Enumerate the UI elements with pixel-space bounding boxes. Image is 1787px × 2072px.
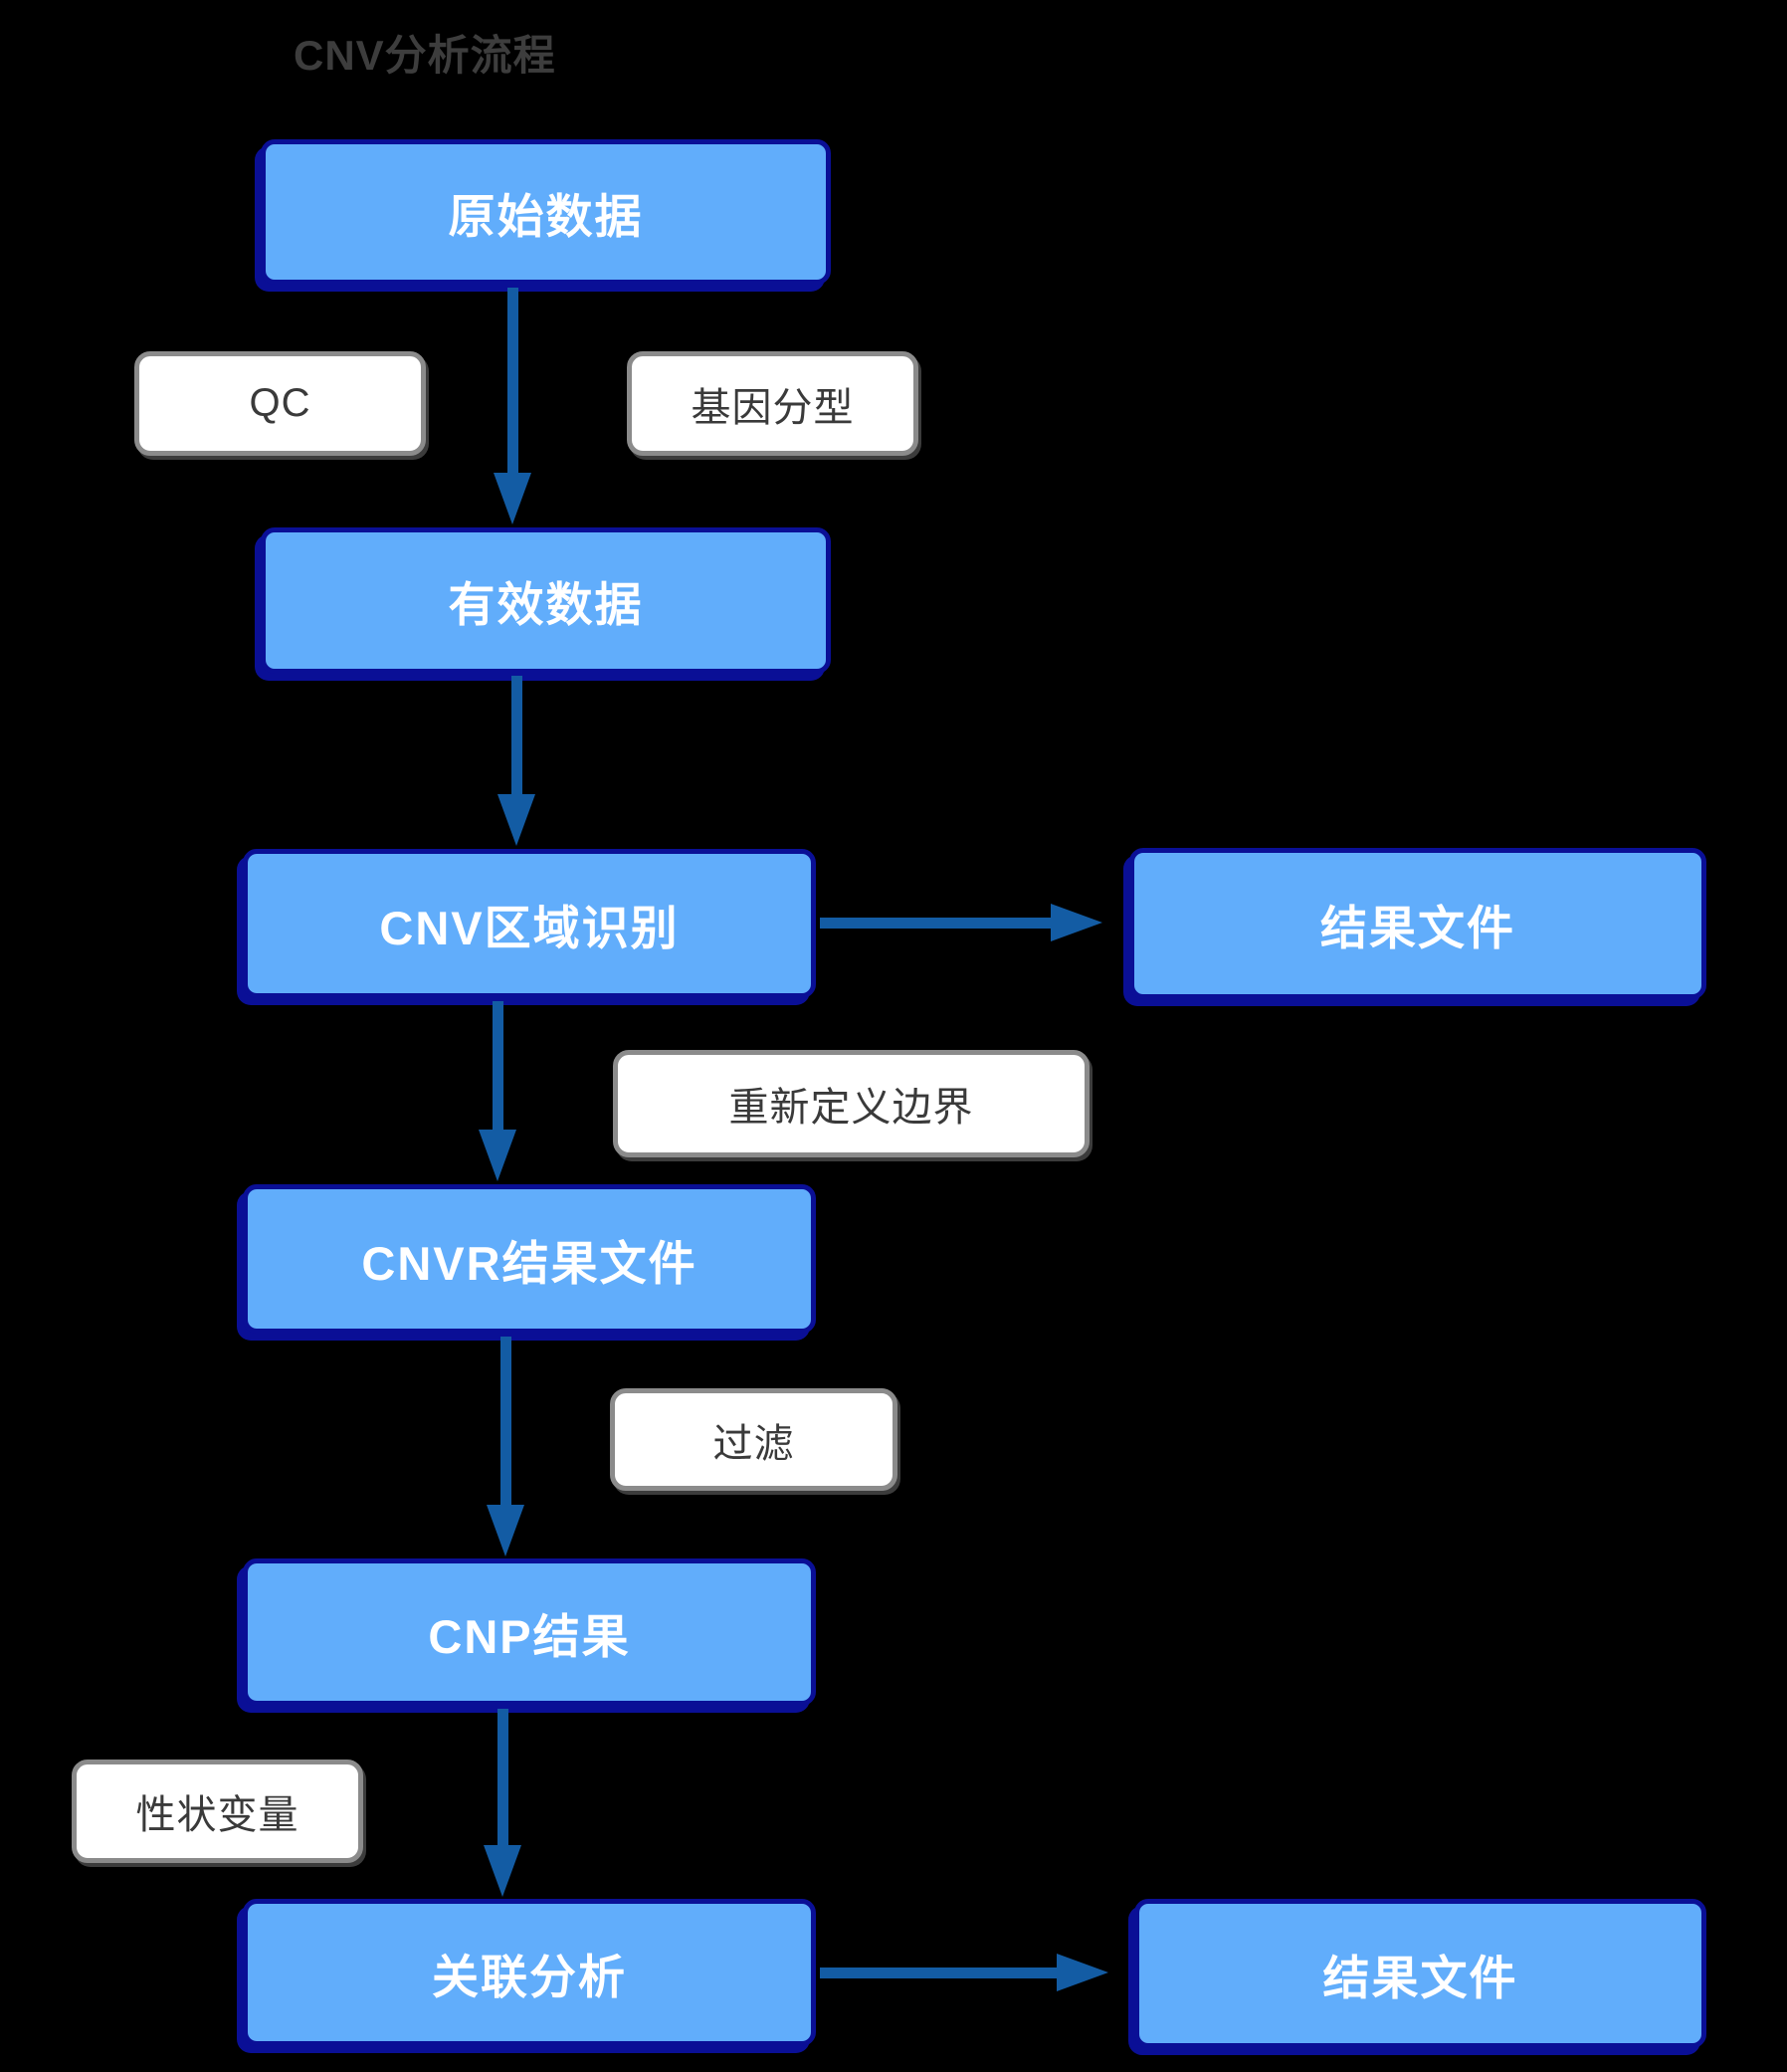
- step-trait-variable: 性状变量: [72, 1760, 363, 1863]
- node-cnv-region-identification: CNV区域识别: [243, 849, 816, 998]
- step-filter-label: 过滤: [712, 1421, 795, 1466]
- arrowhead-raw-to-valid-icon: [494, 473, 531, 524]
- arrow-cnvr-to-cnp: [500, 1337, 511, 1507]
- node-cnvr-result-file-label: CNVR结果文件: [361, 1236, 697, 1290]
- node-association-analysis: 关联分析: [243, 1899, 816, 2046]
- diagram-title: CNV分析流程: [294, 32, 556, 79]
- step-redefine-boundaries: 重新定义边界: [613, 1050, 1090, 1157]
- node-cnvr-result-file: CNVR结果文件: [243, 1184, 816, 1334]
- arrow-raw-to-valid: [507, 288, 518, 475]
- step-genotyping: 基因分型: [627, 351, 918, 456]
- arrowhead-cnvr-to-cnp-icon: [487, 1505, 524, 1556]
- arrowhead-assoc-to-result-icon: [1057, 1954, 1108, 1991]
- arrow-cnp-to-assoc: [497, 1709, 508, 1847]
- node-raw-data: 原始数据: [261, 139, 831, 285]
- node-valid-data-label: 有效数据: [448, 578, 644, 631]
- step-qc: QC: [134, 351, 426, 456]
- arrow-cnv-region-to-result: [820, 918, 1053, 929]
- step-qc-label: QC: [249, 381, 311, 425]
- arrow-assoc-to-result: [820, 1968, 1059, 1978]
- node-cnp-result-label: CNP结果: [428, 1609, 631, 1663]
- node-result-file-top: 结果文件: [1129, 848, 1706, 999]
- step-filter: 过滤: [610, 1388, 897, 1491]
- node-raw-data-label: 原始数据: [448, 189, 644, 243]
- step-redefine-boundaries-label: 重新定义边界: [728, 1086, 974, 1130]
- arrow-cnv-region-to-cnvr: [493, 1001, 503, 1132]
- arrowhead-cnp-to-assoc-icon: [484, 1845, 521, 1897]
- node-valid-data: 有效数据: [261, 527, 831, 674]
- node-cnp-result: CNP结果: [243, 1558, 816, 1706]
- step-trait-variable-label: 性状变量: [135, 1793, 299, 1837]
- arrowhead-cnv-region-to-result-icon: [1051, 904, 1102, 941]
- node-result-file-top-label: 结果文件: [1320, 901, 1515, 954]
- node-result-file-bottom-label: 结果文件: [1322, 1951, 1518, 2004]
- node-association-analysis-label: 关联分析: [432, 1950, 627, 2003]
- step-genotyping-label: 基因分型: [691, 385, 855, 430]
- arrowhead-valid-to-cnv-region-icon: [497, 794, 535, 846]
- node-cnv-region-label: CNV区域识别: [379, 901, 680, 954]
- arrowhead-cnv-region-to-cnvr-icon: [479, 1130, 516, 1181]
- node-result-file-bottom: 结果文件: [1134, 1899, 1706, 2048]
- arrow-valid-to-cnv-region: [511, 676, 522, 796]
